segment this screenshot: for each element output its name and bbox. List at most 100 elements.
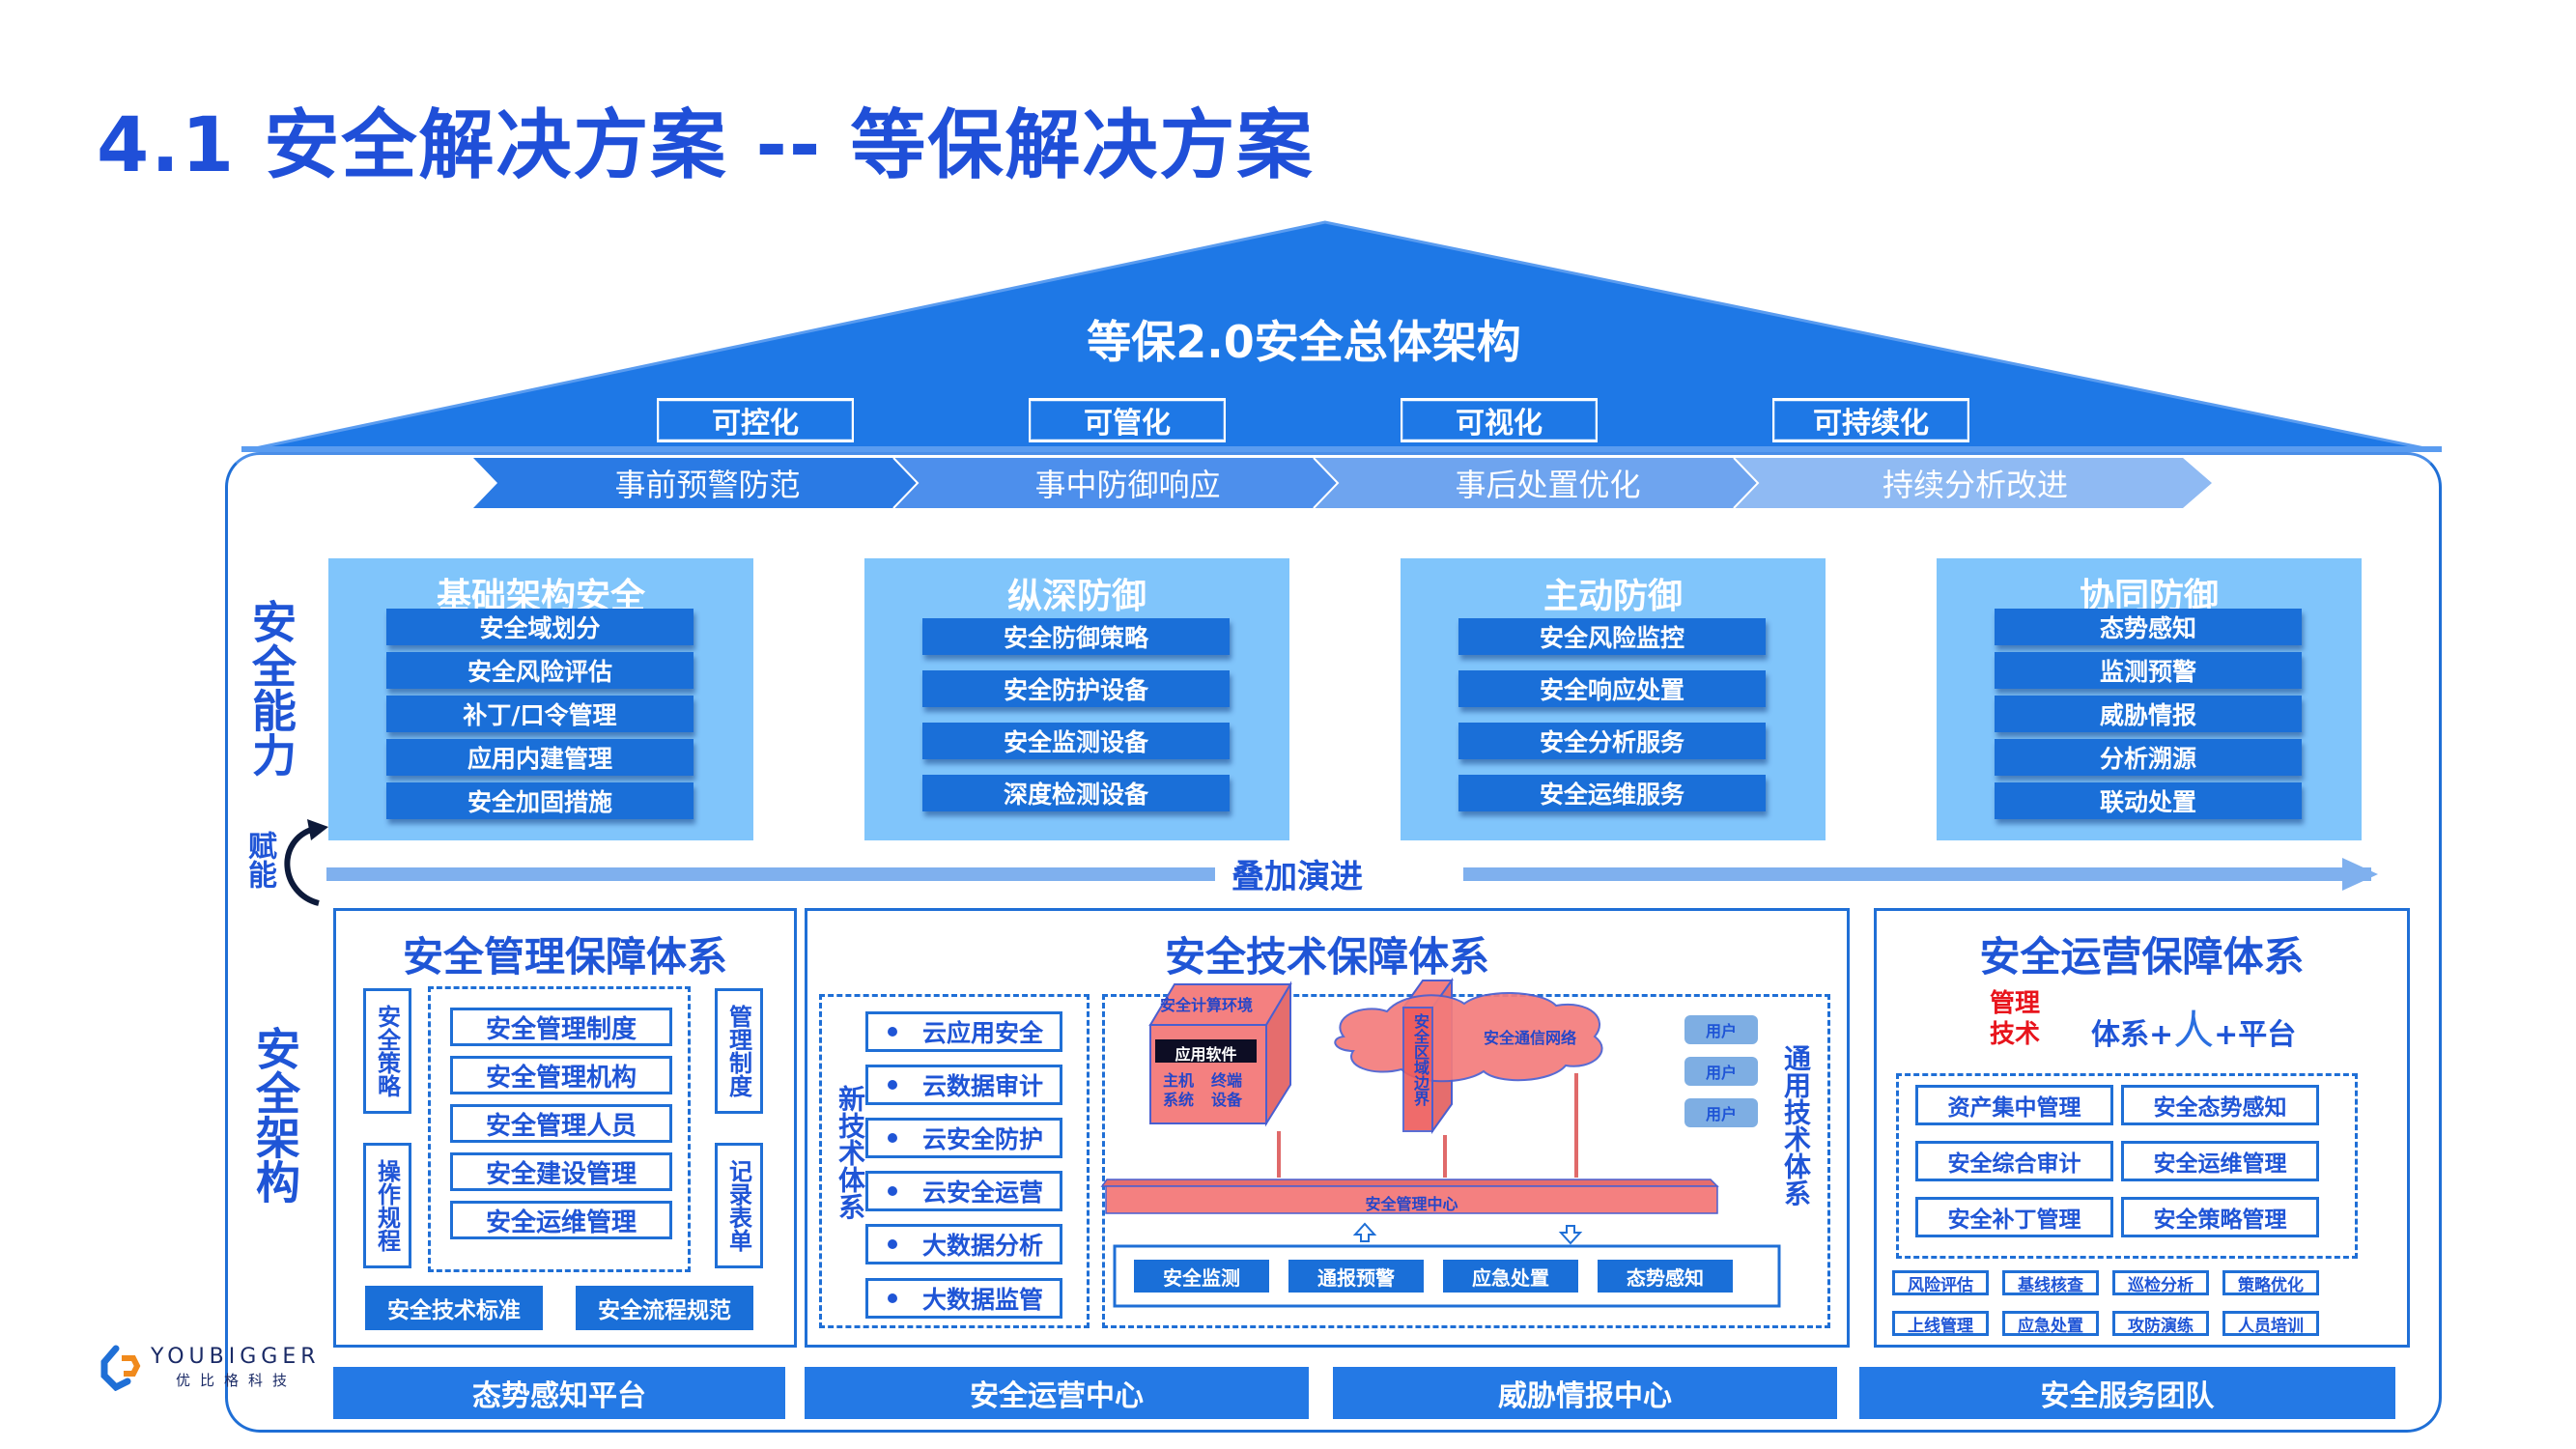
company-logo: YOUBIGGER 优比格科技	[95, 1343, 326, 1391]
general-tech-label: 通用技术体系	[1780, 1044, 1812, 1207]
new-tech-item-label: 大数据监管	[922, 1286, 1044, 1314]
up-arrow-icon	[1352, 1222, 1377, 1242]
phase-label-post: 事后处置优化	[1455, 467, 1641, 503]
technology-title: 安全技术保障体系	[1164, 933, 1489, 980]
ops-item: 资产集中管理	[1915, 1085, 2113, 1125]
ops-red-label-management: 管理	[1990, 989, 2041, 1018]
new-tech-item: 大数据监管	[865, 1278, 1062, 1319]
platform-soc: 安全运营中心	[805, 1367, 1309, 1419]
ops-small-item: 巡检分析	[2112, 1270, 2209, 1295]
new-tech-label: 新技术体系	[835, 1085, 866, 1220]
boundary-pillar-front	[1402, 1007, 1433, 1132]
ops-item: 安全综合审计	[1915, 1141, 2113, 1181]
mgmt-tag-records: 记录表单	[715, 1143, 763, 1268]
capability-item: 分析溯源	[1995, 739, 2302, 776]
technology-system-box: 安全技术保障体系 新技术体系 云应用安全 云数据审计 云安全防护 云安全运营 大…	[805, 908, 1850, 1348]
ops-item: 安全运维管理	[2121, 1141, 2319, 1181]
empower-arrow-icon	[284, 826, 320, 906]
tech-diagram-svg	[1100, 977, 1781, 1308]
terminal-device-label: 终端 设备	[1211, 1071, 1243, 1109]
ops-red-labels: 管理 技术	[1990, 988, 2040, 1050]
roof-tag-visible: 可视化	[1401, 398, 1598, 442]
mgmt-tag-strategy: 安全策略	[363, 988, 411, 1114]
capability-item: 安全监测设备	[922, 723, 1230, 759]
evolution-arrow-right	[1463, 867, 2371, 881]
new-tech-item-label: 云安全运营	[922, 1179, 1044, 1207]
bullet-icon	[888, 1186, 897, 1196]
mgmt-item: 安全建设管理	[450, 1152, 672, 1191]
ops-item: 安全态势感知	[2121, 1085, 2319, 1125]
mgmt-item: 安全管理机构	[450, 1056, 672, 1094]
phase-label-during: 事中防御响应	[1034, 467, 1221, 503]
ops-formula-suffix: +平台	[2214, 1018, 2297, 1052]
ops-formula-person: 人	[2173, 1007, 2215, 1054]
bullet-icon	[888, 1293, 897, 1303]
logo-mark-icon	[100, 1345, 141, 1391]
mgmt-tag-label: 操作规程	[373, 1159, 401, 1252]
capability-item: 安全风险监控	[1458, 618, 1766, 655]
mgmt-tag-label: 记录表单	[724, 1159, 752, 1252]
capability-item: 应用内建管理	[386, 739, 694, 776]
logo-name: YOUBIGGER	[151, 1345, 321, 1369]
new-tech-dashed-box	[819, 994, 1090, 1328]
bullet-icon	[888, 1133, 897, 1143]
down-arrow-icon	[1558, 1225, 1583, 1245]
capability-item: 安全加固措施	[386, 782, 694, 819]
platform-situational-awareness: 态势感知平台	[333, 1367, 785, 1419]
mgmt-center-label: 安全管理中心	[1365, 1195, 1458, 1213]
mgmt-tag-regulation: 管理制度	[715, 988, 763, 1114]
roof-tag-controllable: 可控化	[657, 398, 854, 442]
side-label-architecture: 安全架构	[249, 1026, 301, 1204]
ops-small-item: 上线管理	[1892, 1311, 1989, 1336]
capability-item: 安全分析服务	[1458, 723, 1766, 759]
platform-threat-intel: 威胁情报中心	[1333, 1367, 1837, 1419]
ops-item: 安全补丁管理	[1915, 1197, 2113, 1237]
mgmt-tag-procedure: 操作规程	[363, 1143, 411, 1268]
capability-item: 安全域划分	[386, 609, 694, 645]
mgmt-process-spec: 安全流程规范	[576, 1286, 753, 1330]
phase-chevron-2	[893, 458, 1338, 508]
roof-tag-manageable: 可管化	[1029, 398, 1226, 442]
host-system-label: 主机 系统	[1163, 1071, 1195, 1109]
ops-formula-prefix: 体系+	[2091, 1018, 2174, 1052]
chevron-separator	[1733, 457, 1760, 509]
roof-base-line	[241, 446, 2442, 452]
capability-box-defense-in-depth: 纵深防御 安全防御策略 安全防护设备 安全监测设备 深度检测设备	[864, 558, 1289, 840]
capability-title: 主动防御	[1543, 577, 1683, 616]
capability-item: 深度检测设备	[922, 775, 1230, 811]
management-title: 安全管理保障体系	[402, 933, 727, 980]
side-label-empower: 赋能	[242, 831, 276, 889]
new-tech-item-label: 大数据分析	[922, 1232, 1044, 1260]
ops-small-item: 风险评估	[1892, 1270, 1989, 1295]
capability-item: 监测预警	[1995, 652, 2302, 689]
new-tech-item: 云安全防护	[865, 1118, 1062, 1158]
operations-title: 安全运营保障体系	[1979, 933, 2305, 980]
architecture-container	[225, 452, 2442, 1433]
platform-service-team: 安全服务团队	[1859, 1367, 2395, 1419]
capability-item: 态势感知	[1995, 609, 2302, 645]
ops-small-item: 人员培训	[2222, 1311, 2319, 1336]
capability-item: 威胁情报	[1995, 696, 2302, 732]
network-cloud	[1334, 991, 1603, 1083]
function-emergency: 应急处置	[1443, 1260, 1578, 1293]
roof-title: 等保2.0安全总体架构	[1087, 316, 1521, 368]
bullet-icon	[888, 1080, 897, 1090]
capability-box-active-defense: 主动防御 安全风险监控 安全响应处置 安全分析服务 安全运维服务	[1401, 558, 1826, 840]
logo-subtitle: 优比格科技	[176, 1372, 297, 1389]
page-title: 4.1 安全解决方案 -- 等保解决方案	[97, 102, 1315, 189]
chevron-separator	[1313, 457, 1340, 509]
bullet-icon	[888, 1239, 897, 1249]
app-software-label: 应用软件	[1175, 1045, 1237, 1064]
network-label: 安全通信网络	[1484, 1029, 1577, 1047]
function-alerting: 通报预警	[1288, 1260, 1424, 1293]
chevron-separator	[892, 457, 920, 509]
ops-small-item: 攻防演练	[2112, 1311, 2209, 1336]
function-monitoring: 安全监测	[1134, 1260, 1269, 1293]
new-tech-item-label: 云应用安全	[922, 1019, 1044, 1047]
general-tech-dashed-box	[1102, 994, 1830, 1328]
ops-core-dashed-box	[1896, 1073, 2358, 1259]
roof-tag-sustainable: 可持续化	[1772, 398, 1969, 442]
phase-chevron-4	[1734, 458, 2212, 508]
new-tech-item: 大数据分析	[865, 1224, 1062, 1264]
